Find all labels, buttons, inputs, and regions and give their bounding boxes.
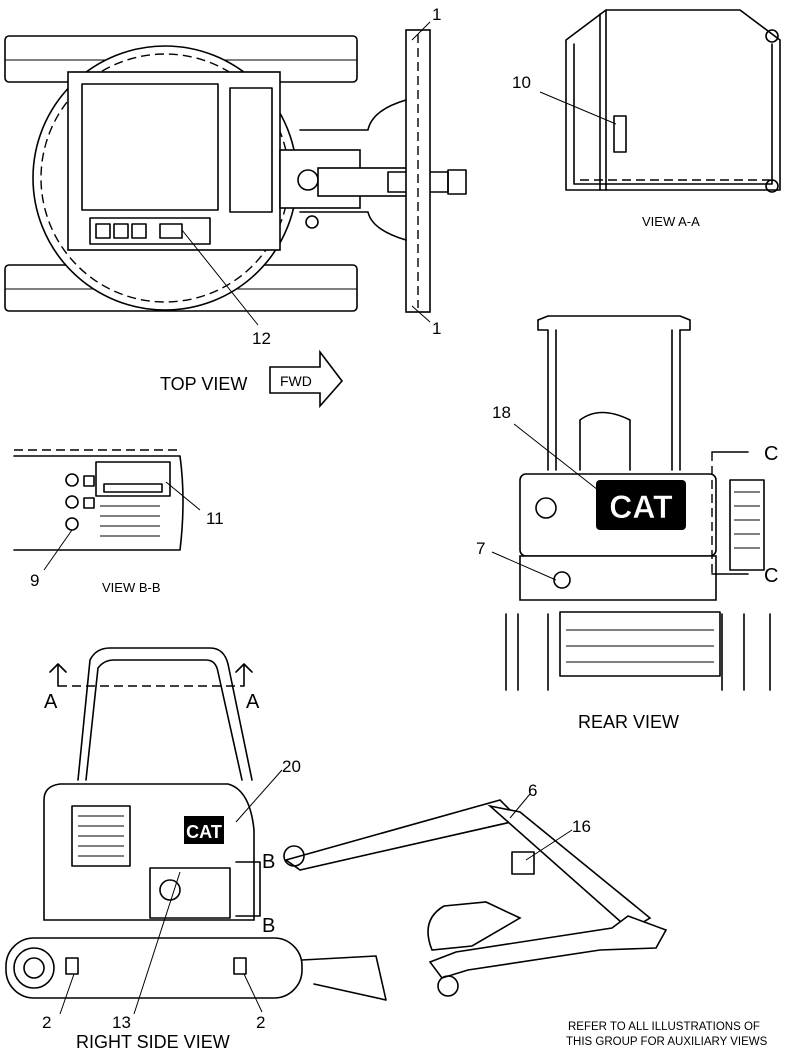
- section-mark-b-top: B: [262, 851, 275, 873]
- leader-1-bottom: [411, 305, 431, 323]
- callout-20: 20: [282, 757, 301, 776]
- leader-18: [513, 423, 599, 491]
- section-mark-c-bottom: C: [764, 565, 778, 587]
- right-side-view-label: RIGHT SIDE VIEW: [76, 1032, 230, 1052]
- cat-decal-rear: [596, 480, 686, 530]
- leader-2-left: [59, 973, 75, 1015]
- view-a-drawing: [565, 9, 781, 193]
- leader-7: [491, 551, 557, 581]
- callout-13: 13: [112, 1013, 131, 1032]
- leader-9: [43, 529, 73, 571]
- note-line-1: REFER TO ALL ILLUSTRATIONS OF: [568, 1021, 760, 1033]
- rear-view-label: REAR VIEW: [578, 712, 679, 732]
- callout-18: 18: [492, 403, 511, 422]
- callout-2-right: 2: [256, 1013, 265, 1032]
- leader-6: [509, 793, 531, 819]
- callout-6: 6: [528, 781, 537, 800]
- callout-10: 10: [512, 73, 531, 92]
- fwd-label: FWD: [280, 373, 312, 389]
- leader-16: [525, 829, 573, 861]
- callout-12: 12: [252, 329, 271, 348]
- callout-7: 7: [476, 539, 485, 558]
- leader-10: [539, 91, 617, 125]
- leader-20: [235, 769, 283, 823]
- view-b-label: VIEW B-B: [102, 580, 161, 595]
- cat-decal-side-text: CAT: [186, 822, 222, 842]
- top-view-drawing: [4, 29, 467, 313]
- leader-1-top: [411, 21, 431, 41]
- note-line-2: THIS GROUP FOR AUXILIARY VIEWS: [566, 1036, 768, 1048]
- right-side-view-drawing: A A CAT B B: [5, 647, 668, 1001]
- top-view-label: TOP VIEW: [160, 374, 247, 394]
- callout-1-bottom: 1: [432, 319, 441, 338]
- callout-9: 9: [30, 571, 39, 590]
- leader-11: [165, 481, 201, 511]
- fwd-arrow: [269, 349, 344, 409]
- section-mark-c-top: C: [764, 443, 778, 465]
- callout-16: 16: [572, 817, 591, 836]
- section-mark-b-bottom: B: [262, 915, 275, 937]
- leader-13: [133, 871, 181, 1015]
- leader-2-right: [243, 973, 263, 1013]
- section-mark-a-right: A: [246, 691, 260, 713]
- callout-1-top: 1: [432, 5, 441, 24]
- callout-2-left: 2: [42, 1013, 51, 1032]
- view-a-label: VIEW A-A: [642, 214, 700, 229]
- rear-view-drawing: CAT: [505, 315, 771, 691]
- section-mark-a-left: A: [44, 691, 58, 713]
- leader-12: [181, 229, 259, 326]
- cat-decal-text: CAT: [609, 489, 673, 525]
- view-b-drawing: [13, 449, 184, 551]
- callout-11: 11: [206, 509, 224, 528]
